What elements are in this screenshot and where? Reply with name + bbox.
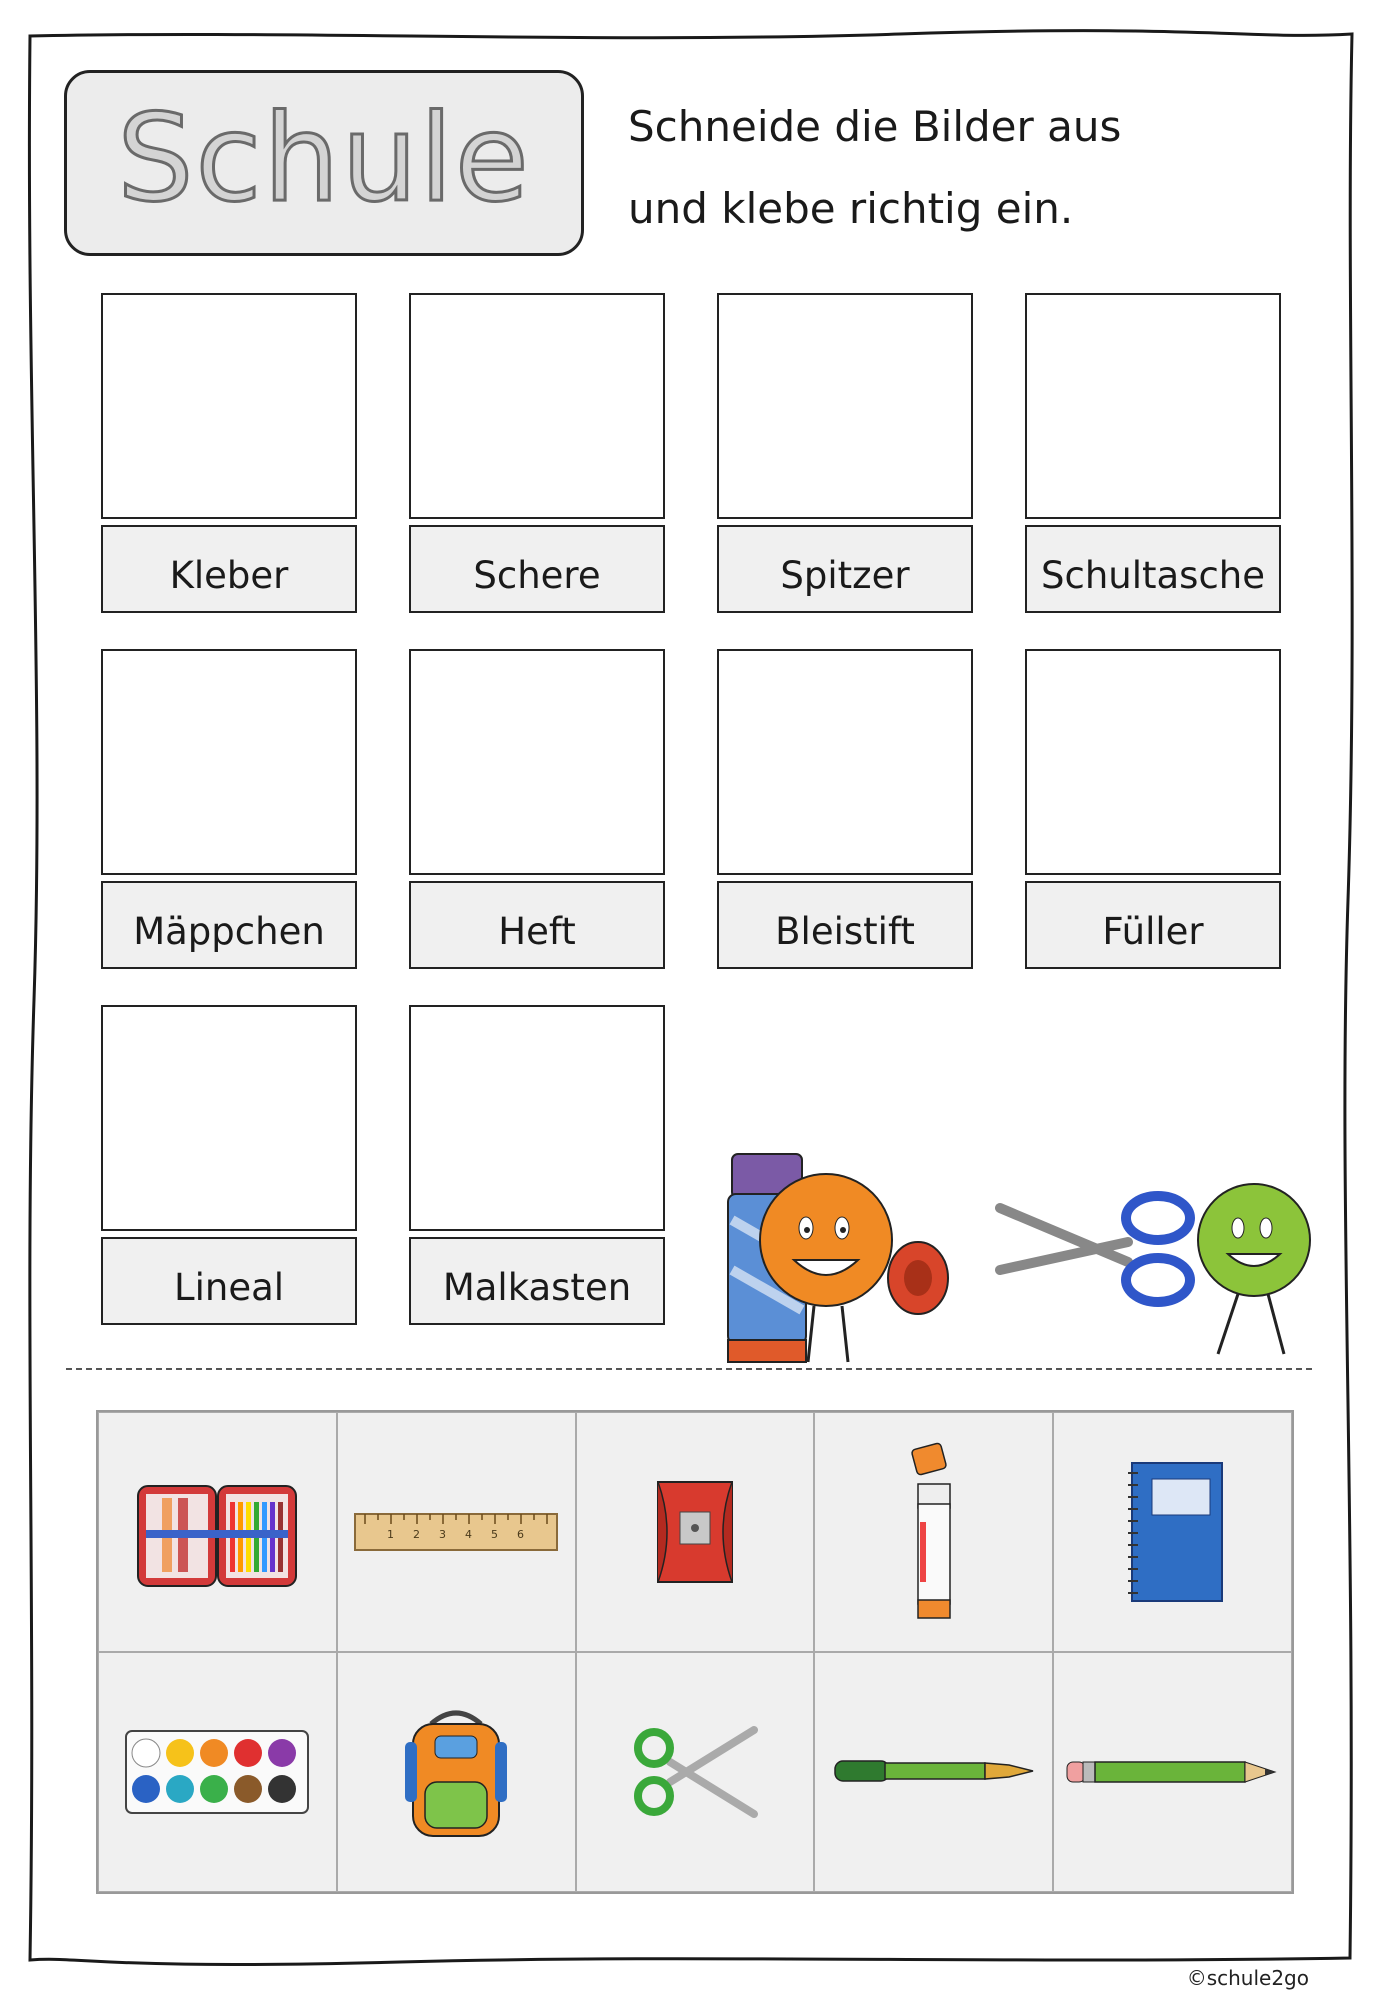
word-label: Mäppchen bbox=[101, 881, 357, 969]
paste-cell-spitzer: Spitzer bbox=[717, 293, 973, 613]
cutout-cell[interactable]: 1 2 3 4 5 6 bbox=[336, 1412, 576, 1652]
paint-box-icon bbox=[125, 1730, 310, 1814]
paste-slot[interactable] bbox=[717, 293, 973, 519]
cutout-cell[interactable] bbox=[336, 1652, 576, 1892]
page-title: Schule bbox=[116, 90, 531, 229]
word-label: Lineal bbox=[101, 1237, 357, 1325]
mascot-illustration bbox=[727, 1153, 1311, 1363]
ruler-tick-label: 2 bbox=[413, 1528, 420, 1541]
paste-slot[interactable] bbox=[101, 1005, 357, 1231]
glue-stick-icon bbox=[911, 1442, 951, 1619]
paste-cell-schere: Schere bbox=[409, 293, 665, 613]
title-box: Schule bbox=[64, 70, 584, 256]
pencil-case-icon bbox=[137, 1485, 298, 1587]
instruction-line-2: und klebe richtig ein. bbox=[628, 184, 1074, 233]
paste-slot[interactable] bbox=[717, 649, 973, 875]
instruction-line-1: Schneide die Bilder aus bbox=[628, 102, 1122, 151]
scissors-icon bbox=[633, 1726, 758, 1818]
cutout-cell[interactable] bbox=[575, 1412, 815, 1652]
cutout-grid: 1 2 3 4 5 6 bbox=[96, 1410, 1294, 1894]
notebook-icon bbox=[1127, 1462, 1223, 1602]
paste-slot[interactable] bbox=[1025, 293, 1281, 519]
word-label: Spitzer bbox=[717, 525, 973, 613]
fountain-pen-icon bbox=[834, 1760, 1033, 1782]
paste-cell-kleber: Kleber bbox=[101, 293, 357, 613]
paste-slot[interactable] bbox=[409, 1005, 665, 1231]
scissors-mascot-icon bbox=[995, 1183, 1311, 1355]
cut-line bbox=[66, 1368, 1312, 1370]
sharpener-icon bbox=[656, 1481, 733, 1583]
paste-slot[interactable] bbox=[101, 649, 357, 875]
paste-slot[interactable] bbox=[409, 293, 665, 519]
cutout-cell[interactable] bbox=[1053, 1652, 1292, 1892]
paste-cell-maeppchen: Mäppchen bbox=[101, 649, 357, 969]
paste-cell-malkasten: Malkasten bbox=[409, 1005, 665, 1325]
paste-slot[interactable] bbox=[409, 649, 665, 875]
ruler-tick-label: 5 bbox=[491, 1528, 498, 1541]
word-label: Schere bbox=[409, 525, 665, 613]
word-label: Kleber bbox=[101, 525, 357, 613]
cutout-cell[interactable] bbox=[814, 1652, 1054, 1892]
paste-cell-lineal: Lineal bbox=[101, 1005, 357, 1325]
orange-mascot-icon bbox=[759, 1173, 949, 1363]
cutout-cell[interactable] bbox=[98, 1412, 337, 1652]
paste-cell-bleistift: Bleistift bbox=[717, 649, 973, 969]
paste-slot[interactable] bbox=[1025, 649, 1281, 875]
paste-cell-fueller: Füller bbox=[1025, 649, 1281, 969]
cutout-cell[interactable] bbox=[98, 1652, 337, 1892]
word-label: Bleistift bbox=[717, 881, 973, 969]
cutout-cell[interactable] bbox=[575, 1652, 815, 1892]
ruler-tick-label: 1 bbox=[387, 1528, 394, 1541]
cutout-cell[interactable] bbox=[814, 1412, 1054, 1652]
word-label: Füller bbox=[1025, 881, 1281, 969]
cutout-cell[interactable] bbox=[1053, 1412, 1292, 1652]
school-bag-icon bbox=[405, 1710, 508, 1837]
ruler-tick-label: 6 bbox=[517, 1528, 524, 1541]
ruler-tick-label: 4 bbox=[465, 1528, 472, 1541]
word-label: Heft bbox=[409, 881, 665, 969]
word-label: Schultasche bbox=[1025, 525, 1281, 613]
ruler-tick-label: 3 bbox=[439, 1528, 446, 1541]
ruler-icon: 1 2 3 4 5 6 bbox=[354, 1513, 559, 1551]
copyright: ©schule2go bbox=[1186, 1966, 1309, 1990]
paste-cell-schultasche: Schultasche bbox=[1025, 293, 1281, 613]
word-label: Malkasten bbox=[409, 1237, 665, 1325]
paste-slot[interactable] bbox=[101, 293, 357, 519]
paste-cell-heft: Heft bbox=[409, 649, 665, 969]
pencil-icon bbox=[1066, 1761, 1277, 1783]
